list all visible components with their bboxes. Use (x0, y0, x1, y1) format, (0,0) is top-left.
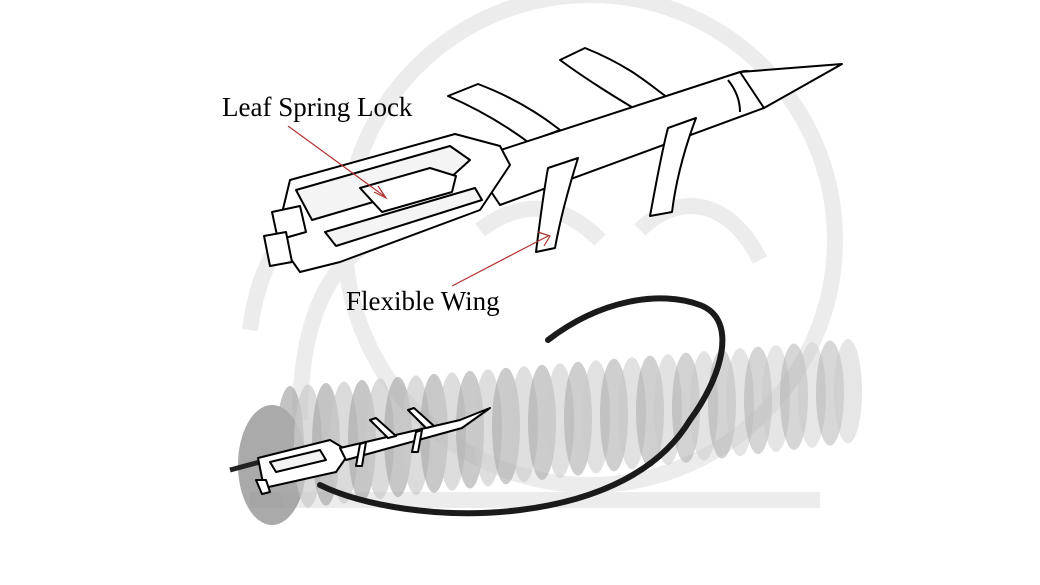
leaf-spring-lock-pointer (287, 125, 385, 197)
vessel-rib (780, 343, 808, 450)
flexible-wing-pointer (451, 235, 549, 287)
large-anchor (263, 47, 843, 273)
vessel-rib (726, 348, 754, 457)
leaf-spring-lock-slot (359, 167, 457, 213)
vessel-rib (816, 340, 844, 446)
leaf-spring-lock-label: Leaf Spring Lock (222, 92, 413, 122)
vessel-rib (798, 342, 826, 448)
rear-wing-left (447, 83, 561, 143)
suture-thread (317, 295, 726, 517)
front-wing-right (649, 117, 697, 217)
small-anchor (255, 407, 491, 495)
tip (739, 63, 843, 109)
vessel-rib (762, 345, 790, 453)
suture-tail (229, 459, 261, 473)
flexible-wing-label: Flexible Wing (346, 286, 500, 316)
vessel-rib (834, 339, 862, 444)
vessel-rib (744, 346, 772, 455)
front-wing-left (535, 157, 579, 253)
